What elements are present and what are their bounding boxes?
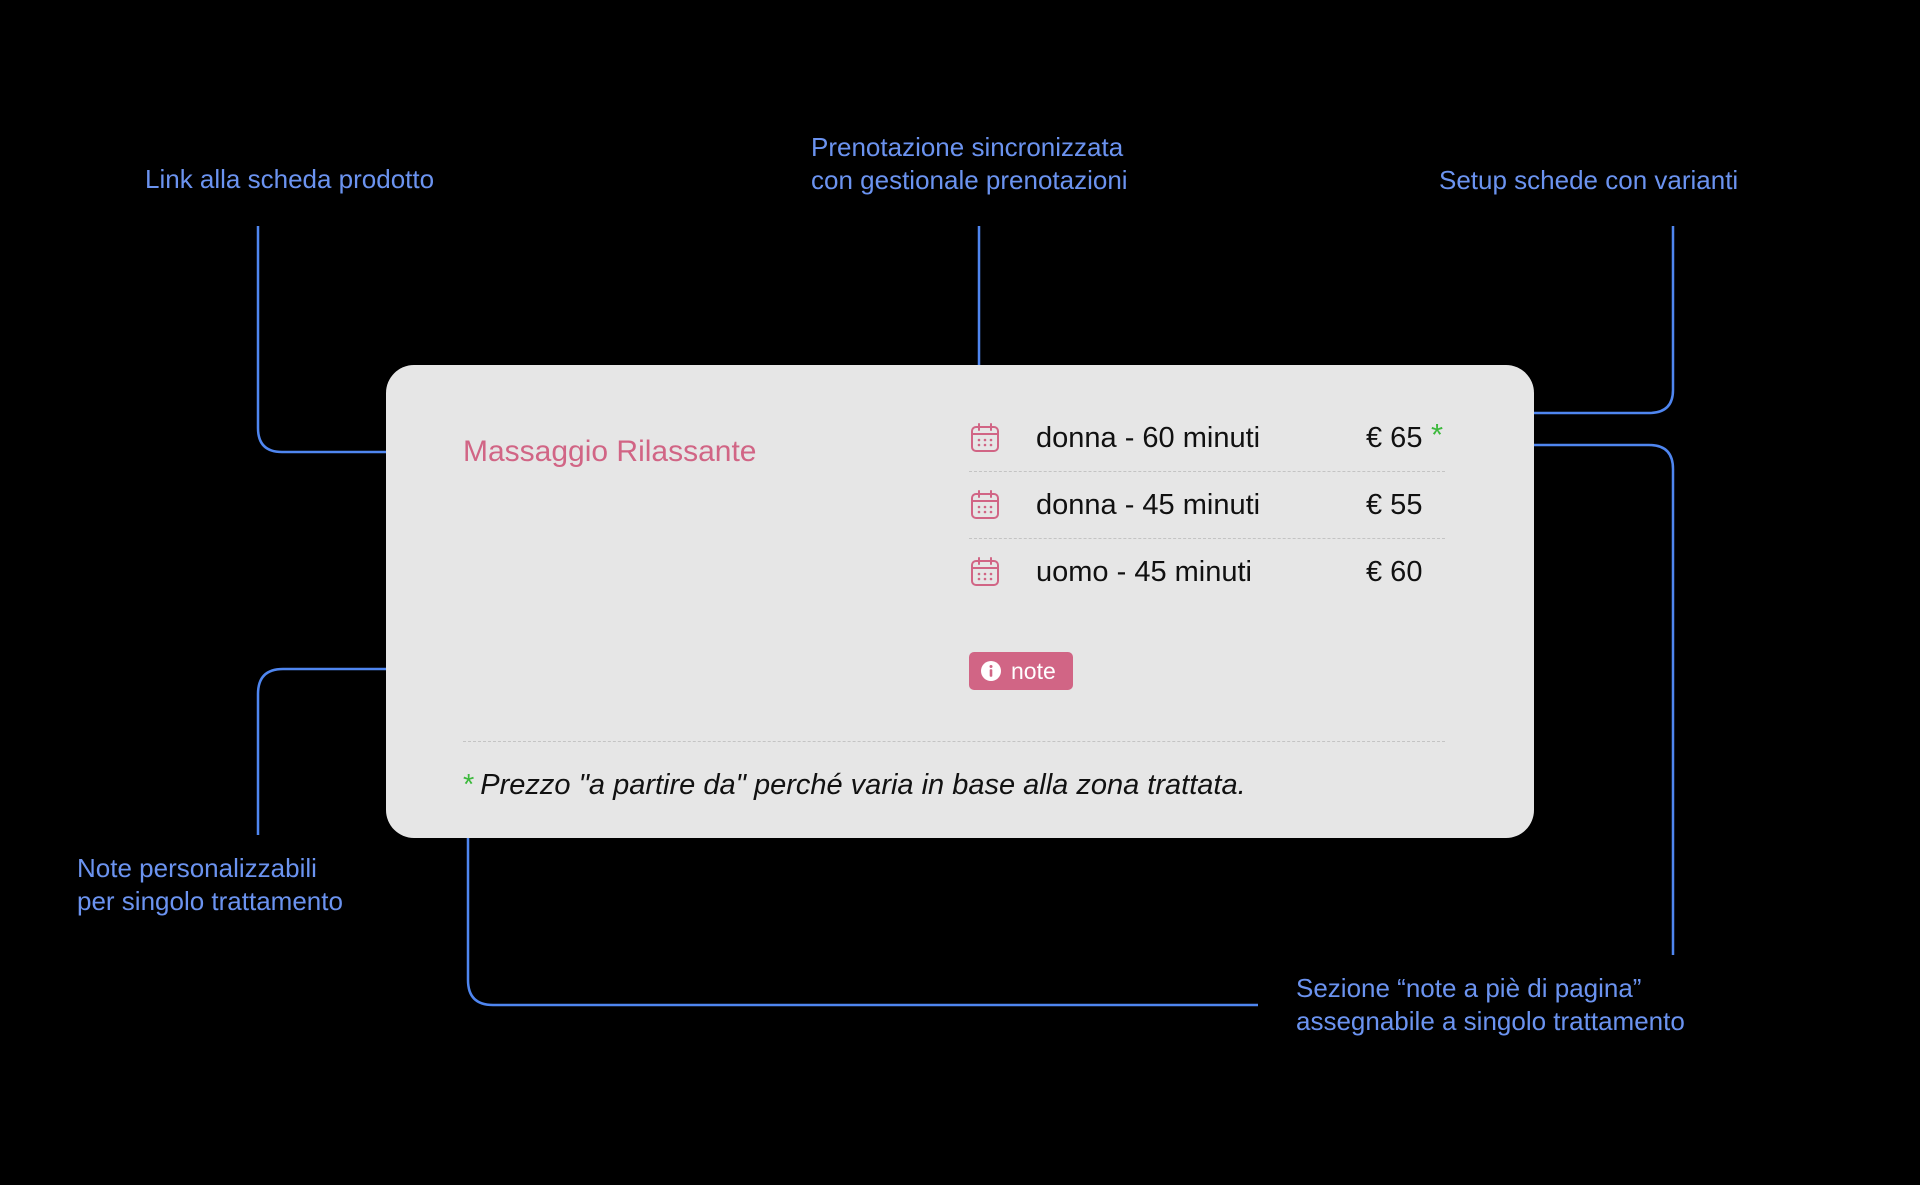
variant-price: € 60	[1366, 555, 1423, 588]
callout-variants-setup: Setup schede con varianti	[1439, 164, 1738, 197]
variant-price: € 65	[1366, 421, 1423, 454]
variant-list: donna - 60 minuti € 65 * donna - 45 minu…	[969, 405, 1445, 605]
callout-line: Prenotazione sincronizzata	[811, 132, 1124, 162]
callout-line: per singolo trattamento	[77, 886, 343, 916]
footnote-divider	[463, 741, 1445, 742]
callout-footnote-section: Sezione “note a piè di pagina” assegnabi…	[1296, 972, 1685, 1038]
callout-line: assegnabile a singolo trattamento	[1296, 1006, 1685, 1036]
variant-row[interactable]: uomo - 45 minuti € 60	[969, 539, 1445, 605]
note-button[interactable]: note	[969, 652, 1073, 690]
variant-label: donna - 60 minuti	[1036, 421, 1261, 454]
callout-product-link: Link alla scheda prodotto	[145, 163, 434, 196]
variant-row[interactable]: donna - 45 minuti € 55	[969, 472, 1445, 539]
price-asterisk: *	[1431, 417, 1444, 452]
variant-label: uomo - 45 minuti	[1036, 555, 1252, 588]
calendar-icon	[971, 557, 999, 586]
calendar-icon	[971, 423, 999, 452]
info-icon	[981, 661, 1001, 681]
callout-line: Sezione “note a piè di pagina”	[1296, 973, 1642, 1003]
variant-price: € 55	[1366, 488, 1423, 521]
callout-booking-sync: Prenotazione sincronizzata con gestional…	[811, 131, 1128, 197]
note-button-label: note	[1011, 657, 1056, 684]
variant-row[interactable]: donna - 60 minuti € 65 *	[969, 405, 1445, 472]
footnote-asterisk: *	[463, 769, 475, 801]
calendar-icon	[971, 490, 999, 519]
treatment-card: Massaggio Rilassante donna - 60 minuti €…	[386, 365, 1534, 838]
callout-custom-notes: Note personalizzabili per singolo tratta…	[77, 852, 343, 918]
product-title-link[interactable]: Massaggio Rilassante	[463, 435, 757, 468]
footnote: *Prezzo "a partire da" perché varia in b…	[463, 769, 1246, 802]
callout-line: Link alla scheda prodotto	[145, 164, 435, 194]
callout-line: Setup schede con varianti	[1439, 165, 1739, 195]
variant-label: donna - 45 minuti	[1036, 488, 1261, 521]
callout-line: con gestionale prenotazioni	[811, 165, 1128, 195]
footnote-text: Prezzo "a partire da" perché varia in ba…	[480, 769, 1246, 801]
callout-line: Note personalizzabili	[77, 853, 317, 883]
